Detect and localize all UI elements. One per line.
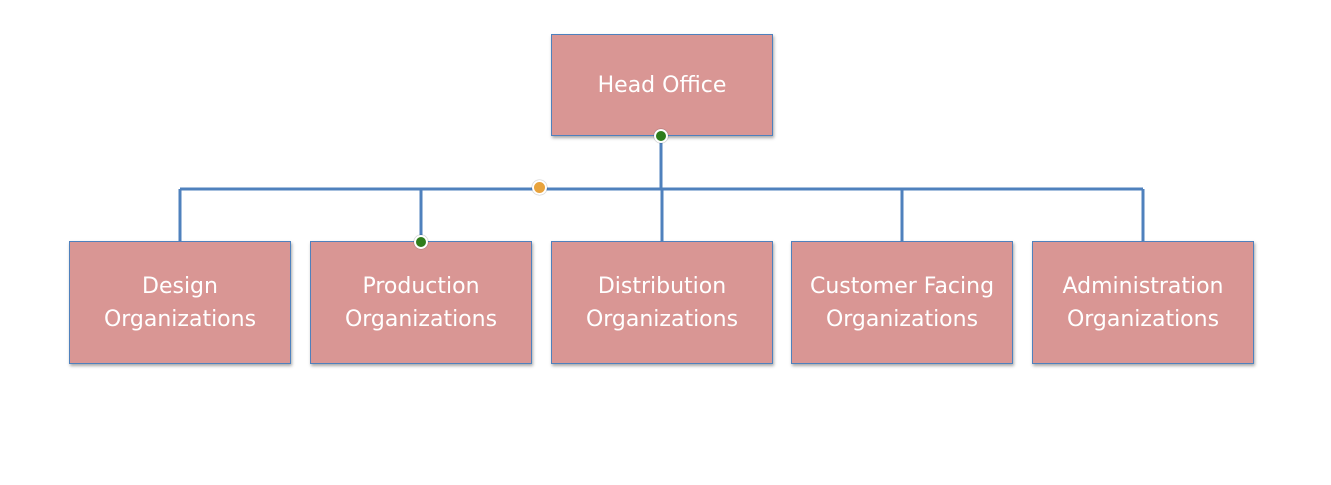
connector-endpoint-handle-production[interactable] xyxy=(414,235,428,249)
design-organizations-label: Design Organizations xyxy=(103,273,257,332)
connector-endpoint-handle-head[interactable] xyxy=(654,129,668,143)
head-office-label: Head Office xyxy=(597,72,727,98)
customer-facing-organizations-box[interactable]: Customer Facing Organizations xyxy=(791,241,1013,364)
connector-adjustment-handle[interactable] xyxy=(532,180,547,195)
customer-facing-organizations-label: Customer Facing Organizations xyxy=(809,273,995,332)
production-organizations-label: Production Organizations xyxy=(344,273,498,332)
production-organizations-box[interactable]: Production Organizations xyxy=(310,241,532,364)
administration-organizations-label: Administration Organizations xyxy=(1062,273,1224,332)
head-office-box[interactable]: Head Office xyxy=(551,34,773,136)
design-organizations-box[interactable]: Design Organizations xyxy=(69,241,291,364)
distribution-organizations-label: Distribution Organizations xyxy=(585,273,739,332)
distribution-organizations-box[interactable]: Distribution Organizations xyxy=(551,241,773,364)
administration-organizations-box[interactable]: Administration Organizations xyxy=(1032,241,1254,364)
